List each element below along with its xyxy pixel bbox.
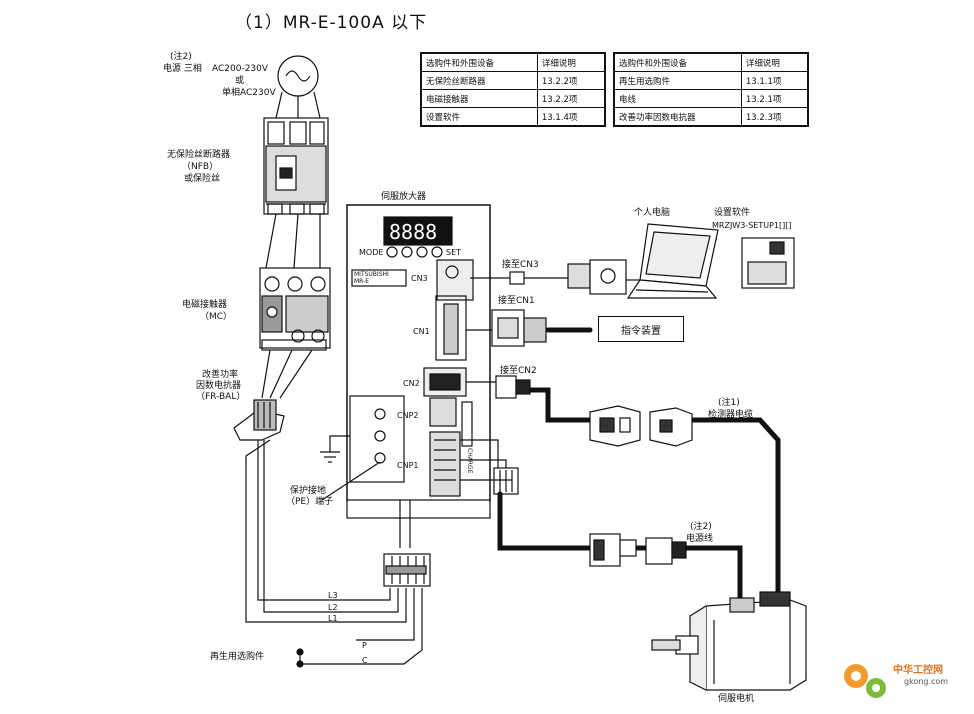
ground-label-1: 保护接地 bbox=[290, 486, 327, 496]
terminal-l1: L1 bbox=[328, 614, 338, 623]
table-row: 设置软件 13.1.4项 bbox=[420, 107, 606, 127]
table-cell: 改善功率因数电抗器 bbox=[613, 107, 742, 127]
table-row: 再生用选购件 13.1.1项 bbox=[613, 71, 809, 90]
table-cell: 13.2.1项 bbox=[740, 89, 809, 108]
servo-motor-icon bbox=[651, 591, 807, 691]
table-header-row: 选购件和外围设备 详细说明 bbox=[420, 52, 606, 72]
cn3-label: CN3 bbox=[411, 274, 428, 283]
software-model: MRZJW3-SETUP1[][] bbox=[712, 221, 792, 230]
encoder-connector-icon bbox=[589, 405, 693, 447]
reactor-label-1: 改善功率 bbox=[202, 370, 239, 380]
terminal-c: C bbox=[362, 656, 368, 665]
reactor-icon bbox=[233, 399, 285, 441]
power-cable-label: 电源线 bbox=[686, 534, 714, 544]
cnp2-label: CNP2 bbox=[397, 411, 419, 420]
power-note: (注2) bbox=[170, 52, 192, 62]
terminal-p: P bbox=[362, 641, 367, 650]
mode-label: MODE bbox=[359, 248, 384, 257]
table-cell: 设置软件 bbox=[420, 107, 538, 127]
laptop-icon bbox=[626, 223, 719, 299]
table-cell: 13.2.2项 bbox=[536, 89, 606, 108]
brand-label-2: MR-E bbox=[354, 278, 370, 285]
ground-icon bbox=[320, 435, 350, 463]
cn3-connector-icon bbox=[567, 259, 627, 295]
floppy-disk-icon bbox=[741, 237, 795, 289]
power-cable-line bbox=[497, 491, 593, 551]
ground-label-2: （PE）端子 bbox=[286, 497, 334, 507]
table-cell: 电磁接触器 bbox=[420, 89, 538, 108]
table-row: 改善功率因数电抗器 13.2.3项 bbox=[613, 107, 809, 127]
servo-amplifier-icon: 8888 bbox=[346, 204, 491, 519]
power-voltage-2: 单相AC230V bbox=[222, 88, 276, 98]
options-table-left: 选购件和外围设备 详细说明 无保险丝断路器 13.2.2项 电磁接触器 13.2… bbox=[420, 52, 606, 127]
motor-label: 伺服电机 bbox=[718, 694, 755, 704]
contactor-icon bbox=[259, 267, 331, 351]
table-header-row: 选购件和外围设备 详细说明 bbox=[613, 52, 809, 72]
to-cn3-label: 接至CN3 bbox=[502, 260, 539, 270]
brand-label-1: MITSUBISHI bbox=[354, 271, 389, 278]
cn2-connector-icon bbox=[495, 375, 531, 399]
cn1-connector-icon bbox=[491, 309, 547, 347]
table-row: 电线 13.2.1项 bbox=[613, 89, 809, 108]
table-cell: 13.1.4项 bbox=[536, 107, 606, 127]
motor-power-terminal-icon bbox=[493, 467, 519, 495]
page-title: （1）MR-E-100A 以下 bbox=[235, 13, 428, 33]
pc-label: 个人电脑 bbox=[634, 208, 671, 218]
terminal-l2: L2 bbox=[328, 603, 338, 612]
to-cn1-label: 接至CN1 bbox=[498, 296, 535, 306]
reactor-label-2: 因数电抗器 bbox=[196, 381, 242, 391]
set-label: SET bbox=[446, 248, 462, 257]
table-row: 电磁接触器 13.2.2项 bbox=[420, 89, 606, 108]
power-voltage-1: AC200-230V bbox=[212, 64, 269, 74]
to-cn2-label: 接至CN2 bbox=[500, 366, 537, 376]
contactor-label: 电磁接触器 bbox=[182, 300, 228, 310]
encoder-cable-line-2 bbox=[689, 417, 781, 603]
breaker-or-fuse: 或保险丝 bbox=[184, 174, 221, 184]
power-cable-note: (注2) bbox=[690, 522, 712, 532]
charge-label: CHARGE bbox=[466, 448, 473, 474]
encoder-cable-line-1 bbox=[527, 387, 593, 423]
reactor-abbr: （FR-BAL） bbox=[196, 392, 246, 402]
software-label: 设置软件 bbox=[714, 208, 751, 218]
encoder-cable-label: 检测器电缆 bbox=[708, 410, 754, 420]
power-or: 或 bbox=[235, 76, 245, 86]
options-table-right: 选购件和外围设备 详细说明 再生用选购件 13.1.1项 电线 13.2.1项 … bbox=[613, 52, 809, 127]
terminal-l3: L3 bbox=[328, 591, 338, 600]
contactor-abbr: （MC） bbox=[200, 312, 233, 322]
breaker-icon bbox=[263, 117, 329, 215]
watermark-text: 中华工控网 bbox=[893, 665, 943, 676]
table-cell: 电线 bbox=[613, 89, 742, 108]
regen-label: 再生用选购件 bbox=[210, 652, 265, 662]
power-connector-icon bbox=[589, 533, 687, 567]
terminal-block-icon bbox=[383, 553, 431, 587]
cnp1-label: CNP1 bbox=[397, 461, 419, 470]
breaker-label: 无保险丝断路器 bbox=[167, 150, 231, 160]
command-device-box: 指令装置 bbox=[598, 316, 684, 342]
amplifier-label: 伺服放大器 bbox=[381, 192, 427, 202]
power-label: 电源 三相 bbox=[163, 64, 202, 74]
svg-text:8888: 8888 bbox=[389, 220, 437, 244]
cn1-label: CN1 bbox=[413, 327, 430, 336]
watermark-gear-icon bbox=[844, 664, 886, 698]
encoder-cable-note: (注1) bbox=[718, 398, 740, 408]
watermark-sub: gkong.com bbox=[904, 677, 949, 686]
table-cell: 13.2.3项 bbox=[740, 107, 809, 127]
breaker-abbr: （NFB） bbox=[182, 162, 219, 172]
cn2-label: CN2 bbox=[403, 379, 420, 388]
